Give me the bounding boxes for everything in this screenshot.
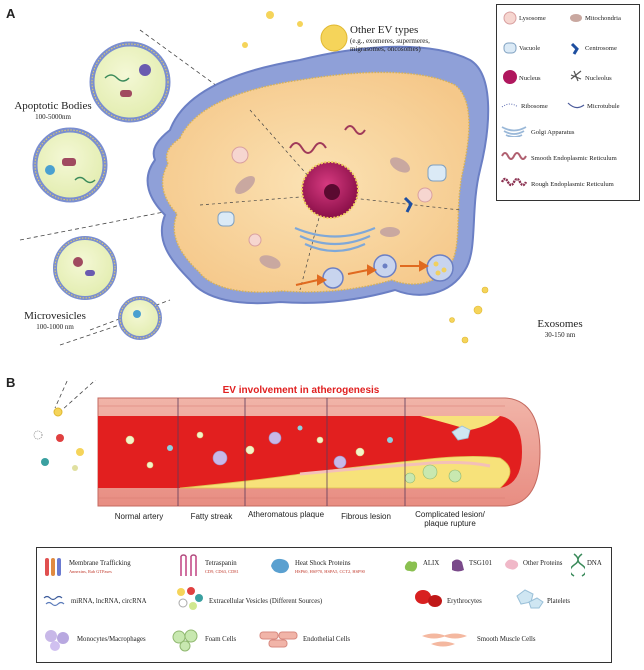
legend-smooth-er: Smooth Endoplasmic Reticulum xyxy=(531,155,617,162)
apoptotic-body-2 xyxy=(32,127,108,203)
exosomes-size: 30-150 nm xyxy=(544,331,576,339)
stage-complicated-lesion: Complicated lesion/ plaque rupture xyxy=(415,510,485,528)
apoptotic-bodies-title: Apoptotic Bodies xyxy=(14,100,92,112)
legend-rna: miRNA, lncRNA, circRNA xyxy=(71,598,147,605)
legend-vacuole: Vacuole xyxy=(519,45,541,52)
other-proteins-icon xyxy=(505,559,519,570)
artery-diagram xyxy=(33,380,541,507)
cell-diagram xyxy=(19,11,490,346)
other-ev-title: Other EV types xyxy=(350,24,419,36)
legend-other-proteins: Other Proteins xyxy=(523,560,563,567)
tetraspanin-icon xyxy=(180,554,197,576)
smooth-er-icon xyxy=(501,152,527,160)
apoptotic-body-1 xyxy=(89,41,171,123)
panel-b-letter: B xyxy=(6,375,16,390)
legend-heat-shock: Heat Shock Proteins xyxy=(295,560,351,567)
legend-erythrocytes: Erythrocytes xyxy=(447,598,482,605)
ev-content-legend: Membrane Trafficking Annexins, Rab GTPas… xyxy=(36,547,612,663)
legend-microtubule: Microtubule xyxy=(587,103,620,110)
microvesicles-title: Microvesicles xyxy=(24,310,86,322)
microtubule-icon xyxy=(567,102,585,109)
stage-normal-artery: Normal artery xyxy=(114,512,164,521)
rna-icon xyxy=(43,595,65,607)
legend-dna: DNA xyxy=(587,560,602,567)
legend-rough-er: Rough Endoplasmic Reticulum xyxy=(531,181,614,188)
legend-endothelial: Endothelial Cells xyxy=(303,636,351,643)
microvesicles-size: 100-1000 nm xyxy=(36,323,74,331)
heat-shock-icon xyxy=(271,558,289,574)
monocyte-icon xyxy=(45,630,69,651)
tsg101-icon xyxy=(452,559,464,572)
platelet-icon xyxy=(516,589,544,609)
microvesicle-2 xyxy=(118,296,162,340)
ribosome-icon xyxy=(501,103,519,108)
other-ev-examples: (e.g., exomeres, supermeres, migrasomes,… xyxy=(350,37,430,53)
atherogenesis-title: EV involvement in atherogenesis xyxy=(222,385,380,396)
legend-lysosome: Lysosome xyxy=(519,15,546,22)
membrane-trafficking-icon xyxy=(45,558,61,576)
apoptotic-bodies-size: 100-5000nm xyxy=(35,113,71,121)
dna-icon xyxy=(571,553,585,577)
endothelial-icon xyxy=(259,631,298,648)
stage-fatty-streak: Fatty streak xyxy=(190,512,233,521)
ev-icon xyxy=(177,587,203,610)
exosome-particles xyxy=(449,286,489,344)
legend-membrane-trafficking: Membrane Trafficking xyxy=(69,560,131,567)
lysosome-icon xyxy=(503,11,517,25)
legend-ev: Extracellular Vesicles (Different Source… xyxy=(209,598,323,605)
legend-monocytes: Monocytes/Macrophages xyxy=(77,636,146,643)
microvesicle-1 xyxy=(53,236,117,300)
exosomes-title: Exosomes xyxy=(537,318,583,330)
stage-atheromatous-plaque: Atheromatous plaque xyxy=(247,510,325,519)
golgi-apparatus xyxy=(294,226,376,253)
legend-heat-shock-sub: HSP60, HSP70, HSPA5, CCT2, HSP90 xyxy=(295,569,365,574)
legend-tetraspanin: Tetraspanin xyxy=(205,560,237,567)
legend-nucleolus: Nucleolus xyxy=(585,75,612,82)
legend-platelets: Platelets xyxy=(547,598,571,605)
legend-tsg101: TSG101 xyxy=(469,560,493,567)
legend-membrane-trafficking-sub: Annexins, Rab GTPases xyxy=(69,569,112,574)
stage-fibrous-lesion: Fibrous lesion xyxy=(341,512,391,521)
mitochondria-icon xyxy=(570,14,582,22)
panel-a-letter: A xyxy=(6,6,16,21)
legend-mitochondria: Mitochondria xyxy=(585,15,621,22)
legend-centrosome: Centrosome xyxy=(585,45,617,52)
golgi-icon xyxy=(501,126,527,137)
nucleolus-icon xyxy=(570,70,582,82)
rough-er-icon xyxy=(501,177,527,187)
legend-alix: ALIX xyxy=(423,560,440,567)
alix-icon xyxy=(404,561,418,572)
vacuole-icon xyxy=(503,42,517,54)
legend-smooth-muscle: Smooth Muscle Cells xyxy=(477,636,536,643)
legend-nucleus: Nucleus xyxy=(519,75,541,82)
nucleus-icon xyxy=(503,70,517,84)
smooth-muscle-icon xyxy=(422,633,467,647)
legend-golgi: Golgi Apparatus xyxy=(531,129,575,136)
erythrocyte-icon xyxy=(415,590,442,607)
legend-tetraspanin-sub: CD9, CD63, CD81 xyxy=(205,569,239,574)
organelle-legend: Lysosome Mitochondria Vacuole Centrosome… xyxy=(496,4,640,201)
legend-ribosome: Ribosome xyxy=(521,103,548,110)
foam-cell-icon xyxy=(172,629,198,652)
centrosome-icon xyxy=(570,42,579,55)
legend-foam-cells: Foam Cells xyxy=(205,636,237,643)
